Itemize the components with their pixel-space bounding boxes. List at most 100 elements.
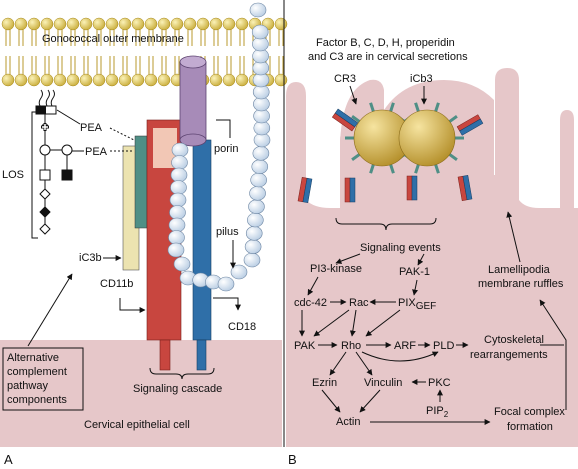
lipid-head	[131, 17, 145, 31]
lipid-head	[118, 17, 132, 31]
panel-a: Gonococcal outer membrane	[0, 2, 288, 467]
lipid-head	[209, 17, 223, 31]
pilus-bead	[243, 252, 261, 268]
node-arf: ARF	[394, 340, 416, 352]
pilus-bead	[168, 217, 186, 233]
pilus-bead	[249, 186, 266, 201]
los-label: LOS	[2, 169, 24, 181]
lipid-head	[92, 17, 106, 31]
pilus-bead	[169, 192, 187, 208]
lipid-head	[222, 17, 236, 31]
porin	[179, 55, 207, 147]
cr3-receptor	[331, 108, 359, 132]
lipid-head	[209, 73, 223, 87]
node-rac: Rac	[349, 297, 369, 309]
lipid-head	[118, 73, 132, 87]
lipid-head	[105, 73, 119, 87]
lamellipodia-line1: Lamellipodia	[488, 264, 551, 276]
porin-pointer	[216, 119, 231, 138]
lipid-head	[40, 17, 54, 31]
node-pkc: PKC	[428, 377, 451, 389]
cr3-receptor	[457, 175, 473, 201]
lipid-head	[1, 73, 15, 87]
node-pi3-kinase: PI3-kinase	[310, 263, 362, 275]
focal-line1: Focal complex	[494, 406, 565, 418]
pilus-bead	[167, 242, 185, 258]
pilus-bead	[249, 2, 267, 18]
gonococcus-2	[398, 109, 456, 167]
cd18-tail	[196, 339, 207, 371]
lipid-head	[1, 17, 15, 31]
pilus-bead	[168, 230, 185, 245]
lamellipodia-line2: membrane ruffles	[478, 278, 564, 290]
lipid-head	[131, 73, 145, 87]
lipid-head	[144, 73, 158, 87]
lipid-head	[53, 73, 67, 87]
cr3-receptors	[297, 108, 484, 203]
lipid-head	[196, 17, 210, 31]
teal-block	[134, 135, 148, 229]
pilus-bead	[170, 180, 187, 195]
node-pip2: PIP2	[426, 405, 449, 419]
pilus-bead	[217, 276, 235, 292]
cyto-line2: rearrangements	[470, 349, 548, 361]
lipid-head	[222, 73, 236, 87]
lipid-head	[144, 17, 158, 31]
lipid-head	[235, 73, 249, 87]
cd18-receptor	[192, 139, 212, 341]
pix-text: PIX	[398, 297, 416, 309]
signaling-events: Signaling events	[360, 242, 441, 254]
lipid-head	[105, 17, 119, 31]
cr3-arrow	[349, 85, 358, 105]
lipid-head	[235, 17, 249, 31]
lipid-head	[79, 17, 93, 31]
membrane-label: Gonococcal outer membrane	[42, 33, 184, 45]
cr3-receptor	[297, 177, 313, 203]
epithelial-cell	[0, 340, 282, 447]
lipid-head	[14, 73, 28, 87]
cd11b-pointer	[119, 298, 146, 313]
alt-pathway-line2: complement	[7, 366, 67, 378]
pea-label-1: PEA	[80, 122, 103, 134]
ic3b-label: iC3b	[79, 252, 102, 264]
alt-pathway-box	[2, 347, 84, 411]
signaling-cascade-label: Signaling cascade	[133, 383, 222, 395]
node-actin: Actin	[336, 416, 360, 428]
node-ezrin: Ezrin	[312, 377, 337, 389]
node-pak: PAK	[294, 340, 316, 352]
pilus-bead	[247, 212, 264, 228]
node-pld: PLD	[433, 340, 454, 352]
lipid-head	[14, 17, 28, 31]
node-vinculin: Vinculin	[364, 377, 402, 389]
lipid-a-box	[35, 89, 57, 115]
pix-subscript: GEF	[416, 301, 437, 312]
pilus-bead	[250, 172, 267, 188]
pilus-bead	[248, 199, 265, 214]
pilus-bead	[170, 167, 188, 183]
pilus-bead	[245, 226, 263, 241]
node-pak1: PAK-1	[399, 266, 430, 278]
pathway-arrows	[299, 211, 567, 425]
alt-pathway-line3: pathway	[7, 380, 48, 392]
lipid-head	[66, 17, 80, 31]
pilus-bead	[251, 159, 269, 174]
pilus-bead	[252, 146, 270, 161]
pip-text: PIP	[426, 405, 444, 417]
node-pix: PIXGEF	[398, 297, 436, 312]
lipid-head	[40, 73, 54, 87]
cd11b-label: CD11b	[100, 278, 133, 290]
cr3-receptor	[344, 177, 356, 203]
cr3-receptor	[456, 114, 484, 136]
lipid-head	[92, 73, 106, 87]
cd18-pointer	[213, 297, 241, 311]
alt-pathway-arrow	[27, 273, 73, 347]
cr3-receptor	[406, 175, 418, 201]
porin-label: porin	[214, 143, 238, 155]
node-rho: Rho	[341, 340, 361, 352]
factor-line2: and C3 are in cervical secretions	[308, 51, 468, 63]
los-sugars	[39, 122, 73, 235]
signaling-brace	[335, 217, 437, 231]
icb3-label: iCb3	[410, 73, 433, 85]
